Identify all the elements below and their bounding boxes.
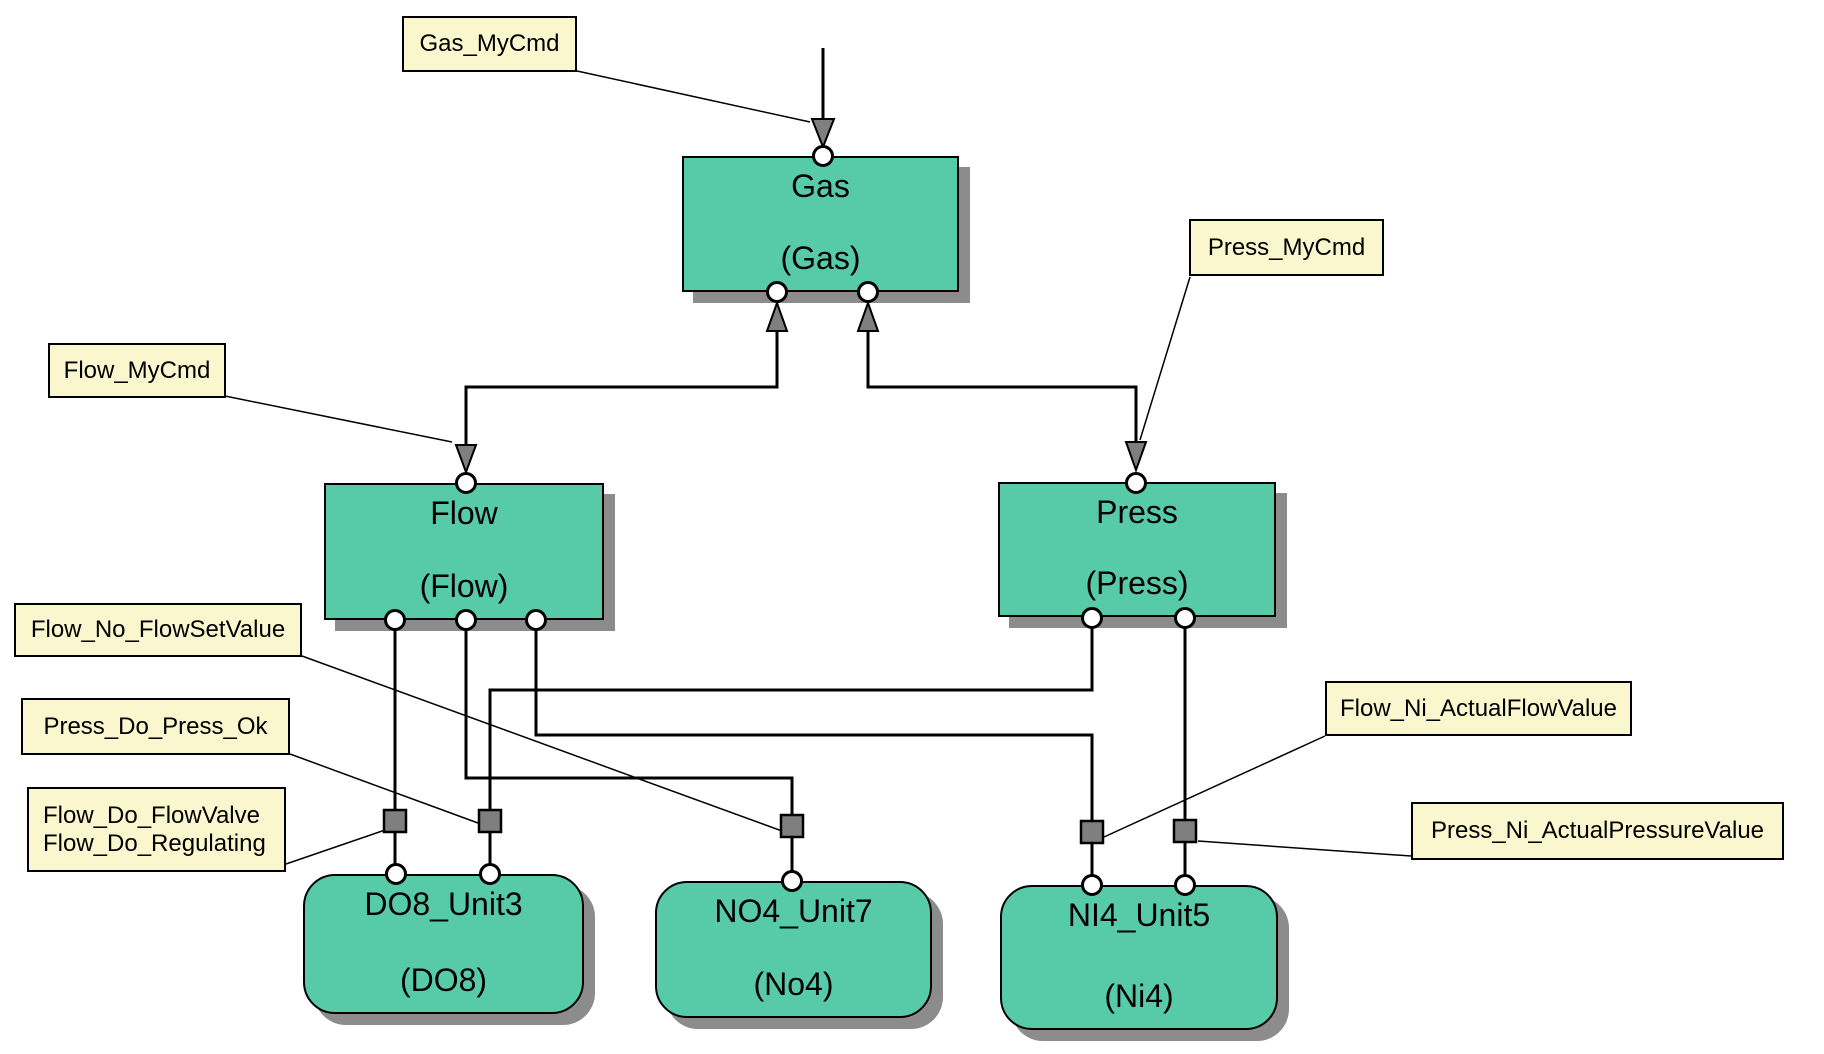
signal-label-text: Press_Ni_ActualPressureValue xyxy=(1430,817,1765,845)
signal-label-press-do-press-ok[interactable]: Press_Do_Press_Ok xyxy=(21,698,290,755)
block-flow-title: Flow xyxy=(430,495,498,531)
connection-flow-to-ni4-port1[interactable] xyxy=(534,630,1094,875)
arrow-up-into-gas-left xyxy=(765,300,789,332)
marker-press-ni-actualpressurevalue[interactable] xyxy=(1172,818,1198,844)
marker-flow-no-flowsetvalue[interactable] xyxy=(779,813,805,839)
signal-label-gas-mycmd[interactable]: Gas_MyCmd xyxy=(402,16,577,72)
block-do8-subtitle: (DO8) xyxy=(399,962,488,999)
block-no4-title: NO4_Unit7 xyxy=(714,893,873,929)
block-press-title: Press xyxy=(1096,494,1178,530)
signal-label-text: Flow_MyCmd xyxy=(63,356,211,384)
block-press[interactable]: Press (Press) xyxy=(998,482,1276,617)
signal-label-flow-ni-actualflowvalue[interactable]: Flow_Ni_ActualFlowValue xyxy=(1325,681,1632,736)
block-gas[interactable]: Gas (Gas) xyxy=(682,156,959,292)
signal-label-flow-no-flowsetvalue[interactable]: Flow_No_FlowSetValue xyxy=(14,603,302,657)
arrow-down-into-gas xyxy=(810,118,836,150)
signal-label-press-ni-actualpressurevalue[interactable]: Press_Ni_ActualPressureValue xyxy=(1411,802,1784,860)
pointer-flow-ni-actualflowvalue xyxy=(1103,735,1326,838)
block-ni4-title: NI4_Unit5 xyxy=(1067,897,1211,933)
block-gas-title: Gas xyxy=(791,168,850,204)
connection-press-to-do8-port2[interactable] xyxy=(488,628,1094,864)
signal-label-text: Flow_No_FlowSetValue xyxy=(30,616,286,644)
connection-press-to-gas[interactable] xyxy=(866,304,1138,469)
signal-label-press-mycmd[interactable]: Press_MyCmd xyxy=(1189,219,1384,276)
pointer-press-do-press-ok xyxy=(289,753,479,824)
marker-press-do-press-ok[interactable] xyxy=(477,808,503,834)
marker-flow-do-flowvalve[interactable] xyxy=(382,808,408,834)
arrow-down-into-press xyxy=(1124,441,1148,473)
signal-label-text: Flow_Do_Regulating xyxy=(43,829,266,857)
block-no4-subtitle: (No4) xyxy=(753,966,834,1003)
marker-flow-ni-actualflowvalue[interactable] xyxy=(1079,819,1105,845)
arrow-up-into-gas-right xyxy=(856,300,880,332)
signal-label-text: Gas_MyCmd xyxy=(419,30,560,58)
signal-label-flow-mycmd[interactable]: Flow_MyCmd xyxy=(48,343,226,398)
block-ni4-subtitle: (Ni4) xyxy=(1104,978,1174,1015)
pointer-flow-mycmd xyxy=(224,395,453,443)
block-do8-unit3[interactable]: DO8_Unit3 (DO8) xyxy=(303,874,584,1014)
block-do8-title: DO8_Unit3 xyxy=(364,886,523,922)
signal-label-text: Flow_Ni_ActualFlowValue xyxy=(1339,694,1617,722)
connection-flow-to-gas[interactable] xyxy=(464,304,779,471)
pointer-gas-mycmd xyxy=(576,70,811,123)
signal-label-text: Press_MyCmd xyxy=(1207,233,1366,261)
signal-label-text: Flow_Do_FlowValve xyxy=(43,801,260,829)
connection-flow-to-no4[interactable] xyxy=(464,630,794,871)
pointer-flow-no-flowsetvalue xyxy=(301,655,783,832)
signal-label-flow-do-outputs[interactable]: Flow_Do_FlowValve Flow_Do_Regulating xyxy=(27,787,286,872)
block-no4-unit7[interactable]: NO4_Unit7 (No4) xyxy=(655,881,932,1018)
block-ni4-unit5[interactable]: NI4_Unit5 (Ni4) xyxy=(1000,885,1278,1030)
pointer-press-mycmd xyxy=(1139,276,1191,441)
pointer-flow-do-outputs xyxy=(285,829,386,865)
pointer-press-ni-actualpressurevalue xyxy=(1197,840,1412,857)
block-flow-subtitle: (Flow) xyxy=(419,568,509,605)
block-flow[interactable]: Flow (Flow) xyxy=(324,483,604,620)
arrow-down-into-flow xyxy=(454,444,478,475)
signal-label-text: Press_Do_Press_Ok xyxy=(43,712,268,740)
block-gas-subtitle: (Gas) xyxy=(780,240,861,277)
block-press-subtitle: (Press) xyxy=(1085,565,1189,602)
